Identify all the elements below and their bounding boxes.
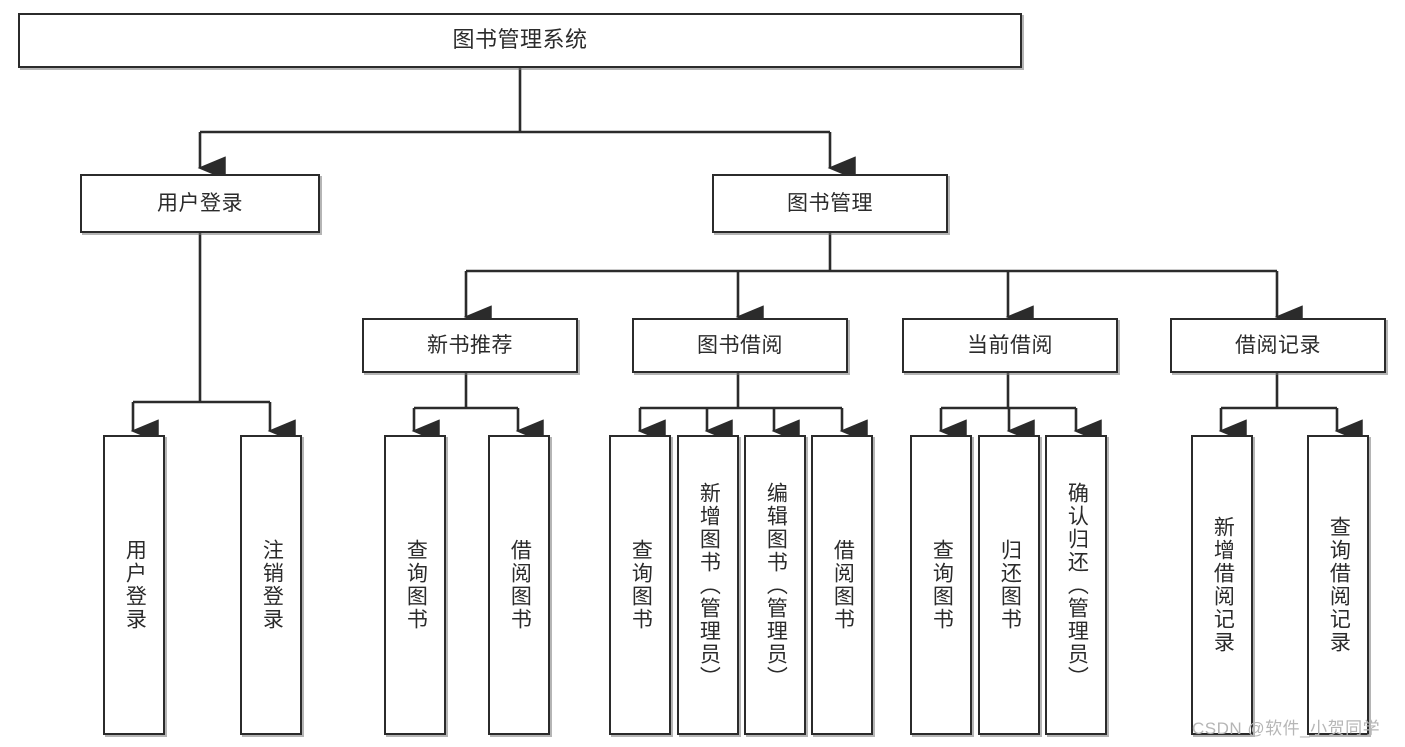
node-label: 图书借阅 — [697, 333, 783, 357]
node-label: 借阅图书 — [508, 539, 532, 631]
node-book-borrow[interactable]: 图书借阅 — [632, 318, 848, 373]
node-leaf-add-borrow-record[interactable]: 新增借阅记录 — [1191, 435, 1253, 735]
node-borrow-record[interactable]: 借阅记录 — [1170, 318, 1386, 373]
node-leaf-return-book[interactable]: 归还图书 — [978, 435, 1040, 735]
node-label: 归还图书 — [998, 539, 1022, 631]
node-label: 图书管理系统 — [452, 27, 588, 53]
node-leaf-query-borrow-record[interactable]: 查询借阅记录 — [1307, 435, 1369, 735]
node-label: 编辑图书（管理员） — [764, 481, 788, 689]
node-label: 新增借阅记录 — [1211, 516, 1235, 654]
node-leaf-edit-book-admin[interactable]: 编辑图书（管理员） — [744, 435, 806, 735]
node-leaf-borrow-book[interactable]: 借阅图书 — [811, 435, 873, 735]
node-label: 查询借阅记录 — [1327, 516, 1351, 654]
node-root-book-management-system[interactable]: 图书管理系统 — [18, 13, 1022, 68]
node-book-management[interactable]: 图书管理 — [712, 174, 948, 233]
node-leaf-user-login[interactable]: 用户登录 — [103, 435, 165, 735]
watermark-text: CSDN @软件_小贺同学 — [1192, 719, 1381, 738]
node-leaf-logout[interactable]: 注销登录 — [240, 435, 302, 735]
node-label: 注销登录 — [260, 539, 284, 631]
node-label: 确认归还（管理员） — [1065, 481, 1089, 689]
node-label: 查询图书 — [404, 539, 428, 631]
node-label: 用户登录 — [123, 539, 147, 631]
node-label: 图书管理 — [787, 191, 873, 215]
node-leaf-query-book-borrow[interactable]: 查询图书 — [609, 435, 671, 735]
node-label: 查询图书 — [629, 539, 653, 631]
node-new-book-recommend[interactable]: 新书推荐 — [362, 318, 578, 373]
node-leaf-add-book-admin[interactable]: 新增图书（管理员） — [677, 435, 739, 735]
node-leaf-confirm-return-admin[interactable]: 确认归还（管理员） — [1045, 435, 1107, 735]
node-leaf-borrow-book-recommend[interactable]: 借阅图书 — [488, 435, 550, 735]
node-current-borrow[interactable]: 当前借阅 — [902, 318, 1118, 373]
node-label: 当前借阅 — [967, 333, 1053, 357]
node-label: 用户登录 — [157, 191, 243, 215]
node-label: 新书推荐 — [427, 333, 513, 357]
node-user-login[interactable]: 用户登录 — [80, 174, 320, 233]
node-label: 查询图书 — [930, 539, 954, 631]
node-label: 借阅记录 — [1235, 333, 1321, 357]
node-label: 借阅图书 — [831, 539, 855, 631]
node-label: 新增图书（管理员） — [697, 481, 721, 689]
node-leaf-query-book-current[interactable]: 查询图书 — [910, 435, 972, 735]
node-leaf-query-book-recommend[interactable]: 查询图书 — [384, 435, 446, 735]
